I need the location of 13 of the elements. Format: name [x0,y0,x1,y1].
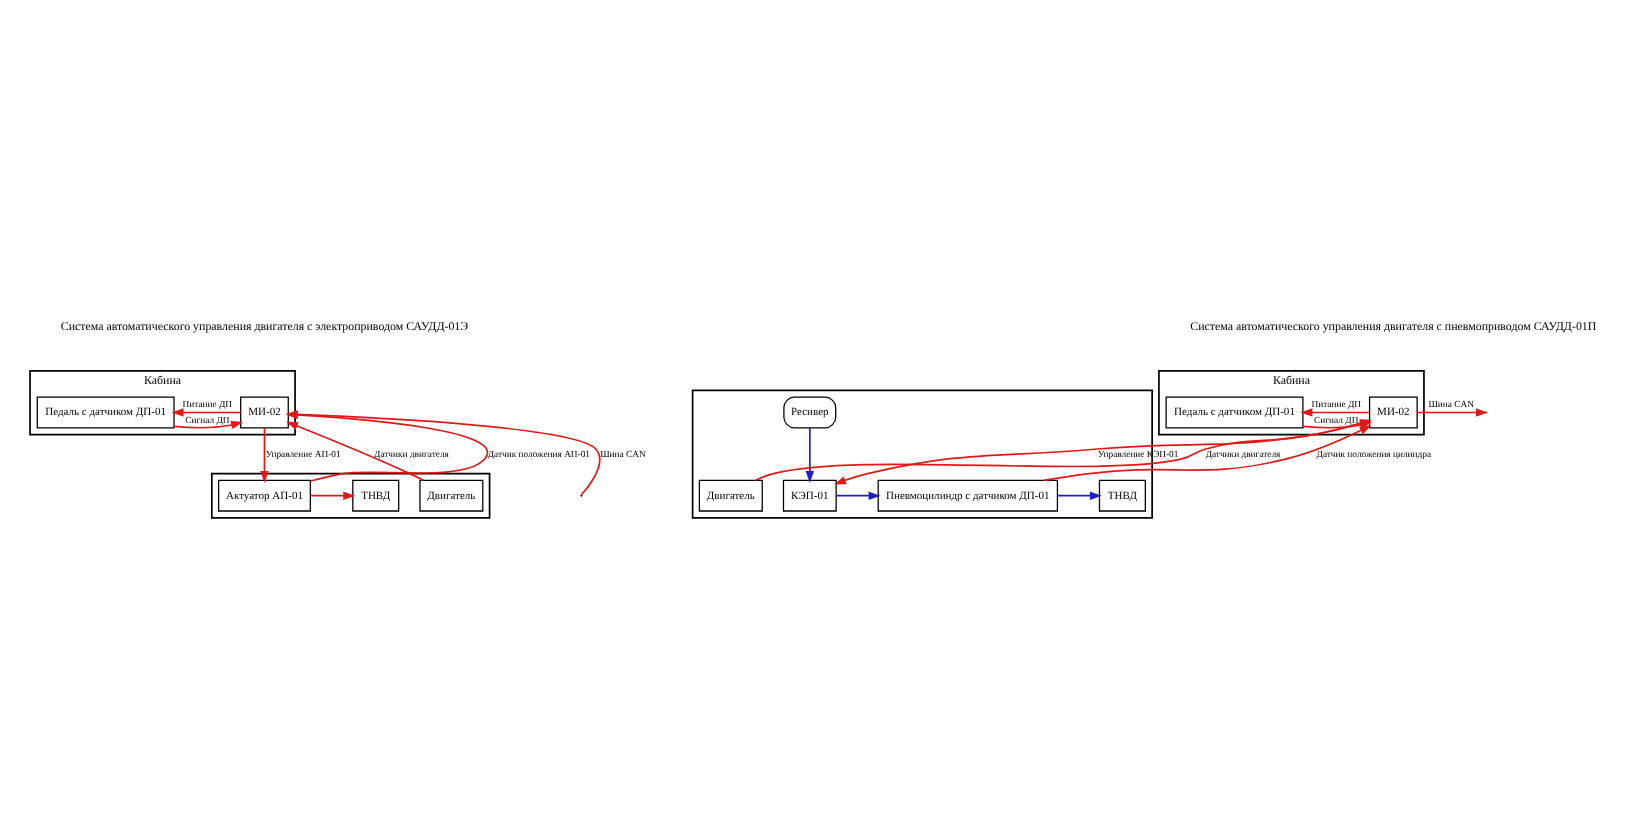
arrow [285,409,601,495]
arrow [805,426,814,482]
arrow [286,420,425,481]
arrow [1300,407,1371,416]
arrow [260,426,269,482]
arrow [1416,407,1488,416]
arrow [171,407,242,416]
arrow [173,420,243,429]
arrow [1056,490,1102,499]
arrow [285,409,489,481]
arrow [835,490,881,499]
arrow [309,490,356,499]
arrow [1042,424,1372,481]
